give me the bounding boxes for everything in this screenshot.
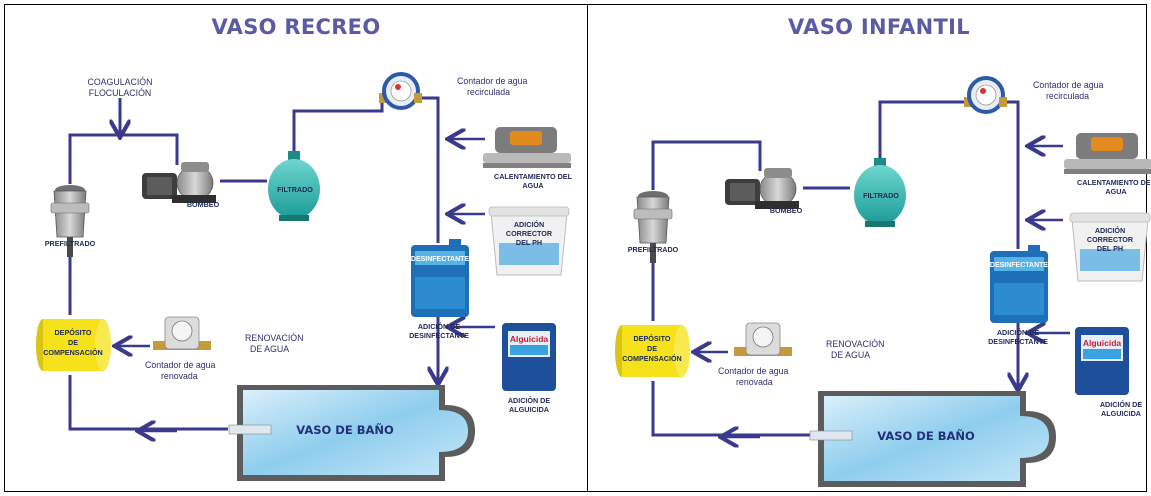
algaecide-brand-label: Alguicida bbox=[510, 334, 549, 344]
algaecide-container-icon bbox=[1075, 327, 1129, 395]
prefiltrado-label: PREFILTRADO bbox=[628, 245, 679, 254]
alguicida-label-2: ALGUICIDA bbox=[1101, 409, 1141, 418]
pump-icon bbox=[725, 168, 799, 209]
renovacion-label-1: RENOVACIÓN bbox=[826, 339, 885, 349]
recreo-flow-diagram: COAGULACIÓN FLOCULACIÓN PREFILTRADO BOMB… bbox=[36, 72, 573, 481]
sand-filter-icon bbox=[268, 151, 320, 221]
calentamiento-label-1: CALENTAMIENTO DEL bbox=[1077, 178, 1151, 187]
contador-renovada-label-1: Contador de agua bbox=[718, 366, 789, 376]
contador-renovada-label-2: renovada bbox=[161, 371, 198, 381]
flow-arrows bbox=[117, 123, 495, 431]
ph-label-1: ADICIÓN bbox=[1095, 226, 1125, 235]
renovacion-label-1: RENOVACIÓN bbox=[245, 333, 304, 343]
desinfectante-label-2: DESINFECTANTE bbox=[409, 331, 469, 340]
filtrado-label: FILTRADO bbox=[277, 185, 313, 194]
prefiltrado-label: PREFILTRADO bbox=[45, 239, 96, 248]
alguicida-label-2: ALGUICIDA bbox=[509, 405, 549, 414]
disinfectant-brand-label: DESINFECTANTE bbox=[990, 262, 1049, 269]
deposito-label-2: DE bbox=[68, 338, 78, 347]
desinfectante-label-2: DESINFECTANTE bbox=[988, 337, 1048, 346]
heater-icon bbox=[1064, 133, 1151, 174]
disinfectant-container-icon bbox=[990, 245, 1048, 323]
deposito-label-1: DEPÓSITO bbox=[54, 328, 91, 337]
coagulacion-label: COAGULACIÓN bbox=[87, 77, 152, 87]
panel-vaso-recreo: VASO RECREO bbox=[5, 5, 587, 491]
floculacion-label: FLOCULACIÓN bbox=[89, 88, 152, 98]
prefilter-icon bbox=[50, 185, 90, 257]
infantil-flow-diagram: PREFILTRADO BOMBEO FILTRADO bbox=[615, 76, 1151, 487]
ph-label-2: CORRECTOR bbox=[506, 229, 553, 238]
vaso-label: VASO DE BAÑO bbox=[296, 422, 394, 437]
contador-recirculada-label-1: Contador de agua bbox=[457, 76, 528, 86]
heater-icon bbox=[483, 127, 571, 168]
panel-title: VASO RECREO bbox=[211, 15, 381, 39]
compensation-tank-icon bbox=[36, 319, 111, 371]
compensation-tank-icon bbox=[615, 325, 690, 377]
algaecide-container-icon bbox=[502, 323, 556, 391]
pipe-network bbox=[651, 100, 1020, 437]
calentamiento-label-2: AGUA bbox=[522, 181, 543, 190]
sand-filter-icon bbox=[854, 158, 906, 227]
alguicida-label-1: ADICIÓN DE bbox=[1100, 400, 1143, 409]
bombeo-label: BOMBEO bbox=[770, 206, 803, 215]
ph-label-1: ADICIÓN bbox=[514, 220, 544, 229]
water-meter-renewed-icon bbox=[734, 322, 792, 356]
pump-icon bbox=[142, 162, 216, 203]
flow-arrows bbox=[696, 146, 1070, 437]
table-frame bbox=[4, 4, 1147, 492]
deposito-label-2: DE bbox=[647, 344, 657, 353]
swimming-pool-icon bbox=[809, 391, 1056, 487]
ph-corrector-bucket-icon bbox=[488, 206, 570, 276]
panel-vaso-infantil: VASO INFANTIL bbox=[588, 5, 1151, 491]
water-meter-recirculated-icon bbox=[379, 72, 422, 110]
renovacion-label-2: DE AGUA bbox=[831, 350, 870, 360]
desinfectante-label-1: ADICIÓN DE bbox=[418, 322, 461, 331]
contador-recirculada-label-2: recirculada bbox=[467, 87, 510, 97]
ph-label-3: DEL PH bbox=[516, 238, 542, 247]
deposito-label-1: DEPÓSITO bbox=[633, 334, 670, 343]
pipe-network bbox=[68, 96, 440, 431]
disinfectant-container-icon bbox=[411, 239, 469, 317]
deposito-label-3: COMPENSACIÓN bbox=[43, 348, 103, 357]
alguicida-label-1: ADICIÓN DE bbox=[508, 396, 551, 405]
ph-corrector-bucket-icon bbox=[1069, 212, 1151, 282]
ph-label-2: CORRECTOR bbox=[1087, 235, 1134, 244]
swimming-pool-icon bbox=[228, 385, 475, 481]
prefilter-icon bbox=[633, 191, 673, 263]
renovacion-label-2: DE AGUA bbox=[250, 344, 289, 354]
deposito-label-3: COMPENSACIÓN bbox=[622, 354, 682, 363]
water-meter-recirculated-icon bbox=[964, 76, 1007, 114]
calentamiento-label-2: AGUA bbox=[1105, 187, 1126, 196]
disinfectant-brand-label: DESINFECTANTE bbox=[411, 256, 470, 263]
contador-recirculada-label-1: Contador de agua bbox=[1033, 80, 1104, 90]
water-meter-renewed-icon bbox=[153, 316, 211, 350]
desinfectante-label-1: ADICIÓN DE bbox=[997, 328, 1040, 337]
calentamiento-label-1: CALENTAMIENTO DEL bbox=[494, 172, 573, 181]
contador-recirculada-label-2: recirculada bbox=[1046, 91, 1089, 101]
filtrado-label: FILTRADO bbox=[863, 191, 899, 200]
ph-label-3: DEL PH bbox=[1097, 244, 1123, 253]
vaso-label: VASO DE BAÑO bbox=[877, 428, 975, 443]
contador-renovada-label-1: Contador de agua bbox=[145, 360, 216, 370]
contador-renovada-label-2: renovada bbox=[736, 377, 773, 387]
bombeo-label: BOMBEO bbox=[187, 200, 220, 209]
column-divider bbox=[587, 4, 588, 492]
panel-title: VASO INFANTIL bbox=[788, 15, 970, 39]
algaecide-brand-label: Alguicida bbox=[1083, 338, 1122, 348]
